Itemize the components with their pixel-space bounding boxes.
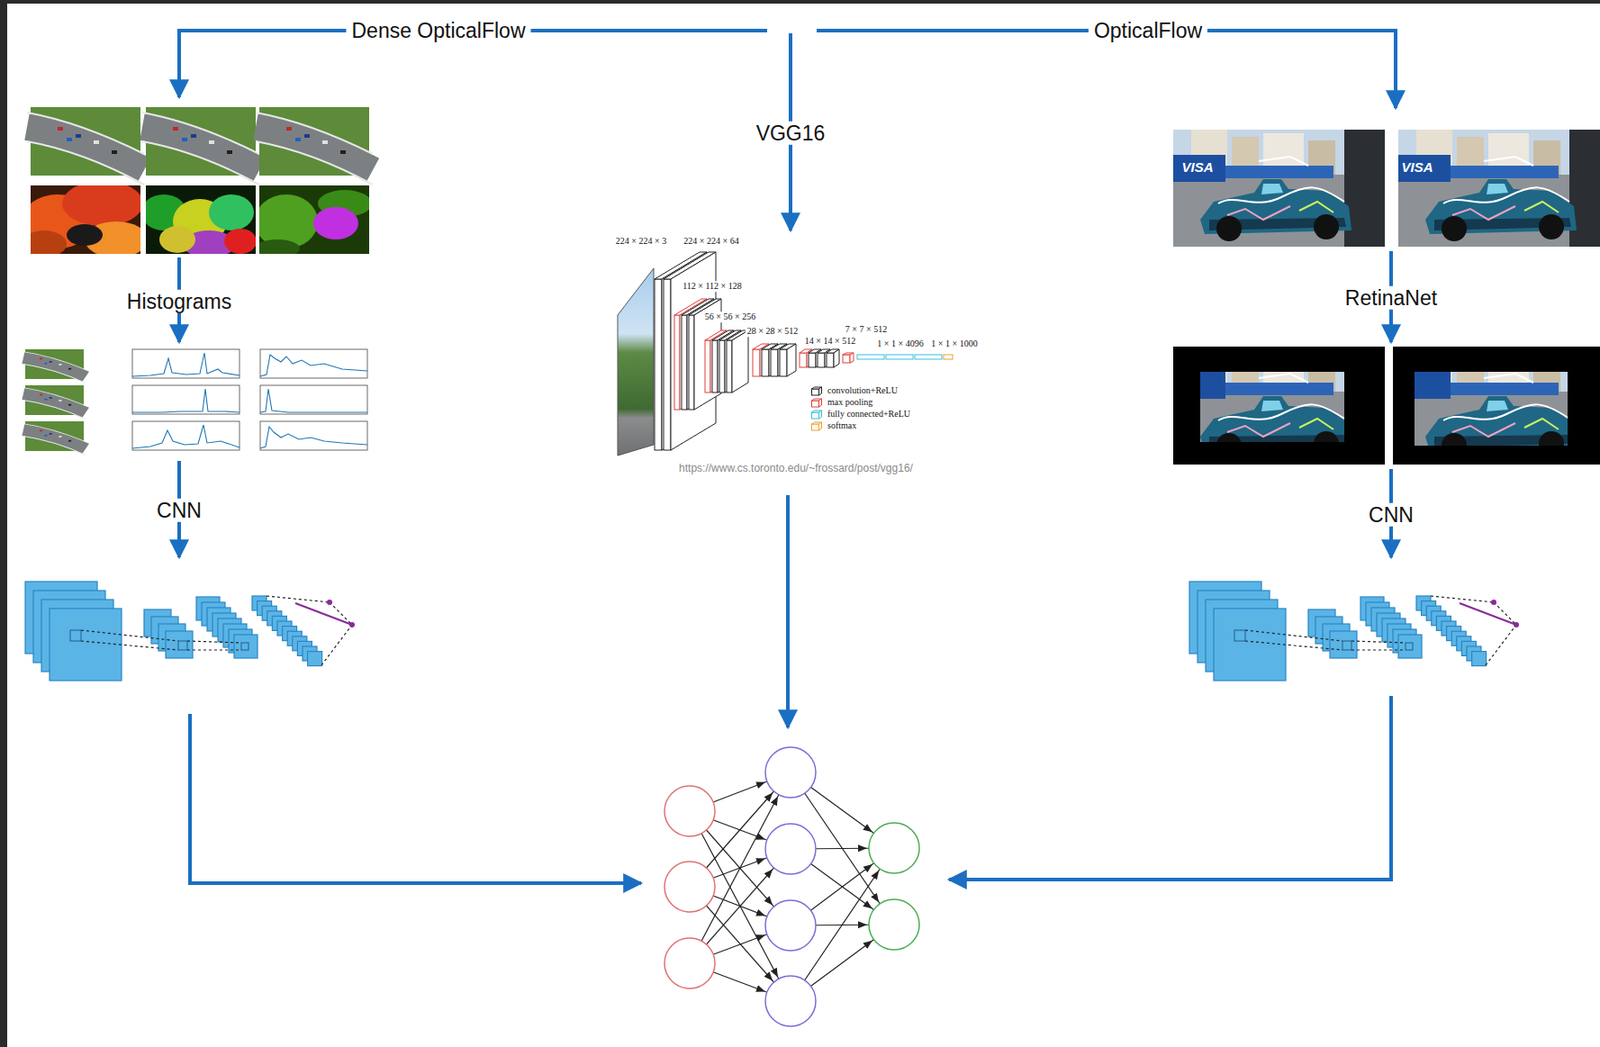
legend-swatch (811, 421, 823, 432)
layer-dimension: 28 × 28 × 512 (745, 325, 800, 337)
layer-dimension: 224 × 224 × 64 (681, 235, 741, 247)
legend-swatch (811, 397, 823, 408)
layer-dimension: 112 × 112 × 128 (680, 280, 744, 292)
flow-arrows (179, 30, 1396, 884)
vgg16-architecture (617, 252, 953, 456)
canvas-background (7, 3, 1600, 1047)
stage-label: VGG16 (750, 121, 832, 145)
layer-dimension: 56 × 56 × 256 (703, 311, 758, 323)
cnn-figure (25, 581, 355, 681)
stage-label: OpticalFlow (1088, 18, 1208, 43)
layer-dimension: 1 × 1 × 1000 (929, 338, 979, 350)
sign-text: VISA (1395, 159, 1438, 175)
cnn-figure (1189, 581, 1519, 681)
layer-dimension: 7 × 7 × 512 (843, 324, 889, 335)
layer-dimension: 14 × 14 × 512 (803, 335, 858, 347)
stage-label: CNN (151, 498, 208, 523)
legend-text: softmax (825, 420, 859, 432)
legend-text: convolution+ReLU (825, 385, 900, 397)
layer-dimension: 224 × 224 × 3 (614, 235, 669, 247)
video-frames (27, 107, 373, 185)
layer-dimension: 1 × 1 × 4096 (875, 338, 925, 350)
optical-flow-images (1173, 129, 1600, 247)
stage-label: Dense OpticalFlow (345, 18, 531, 43)
legend-text: fully connected+ReLU (825, 408, 913, 420)
sign-text: VISA (1175, 159, 1219, 175)
legend-text: max pooling (825, 397, 875, 408)
stage-label: CNN (1363, 503, 1420, 527)
source-url: https://www.cs.toronto.edu/~frossard/pos… (677, 462, 915, 476)
legend-swatch (811, 386, 823, 397)
retinanet-crops (1173, 346, 1600, 465)
stage-label: Histograms (121, 289, 237, 314)
legend-swatch (811, 409, 823, 420)
dense-flow-images (21, 180, 372, 258)
histogram-plots (23, 349, 368, 455)
neural-network (664, 747, 920, 1027)
stage-label: RetinaNet (1339, 286, 1443, 310)
